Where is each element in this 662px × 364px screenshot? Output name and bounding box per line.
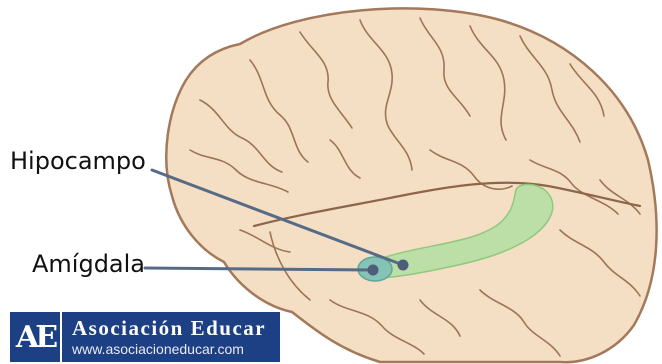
brand-text-block: Asociación Educar www.asociacioneducar.c…: [60, 312, 280, 362]
brand-logo: AE: [10, 312, 60, 362]
brand-url: www.asociacioneducar.com: [72, 340, 280, 358]
amigdala-leader-line: [145, 268, 373, 270]
hipocampo-marker-dot: [398, 260, 409, 271]
amigdala-marker-dot: [368, 265, 379, 276]
brand-name: Asociación Educar: [72, 316, 280, 340]
brain-outline: [166, 8, 656, 362]
brand-logo-letters: AE: [16, 320, 54, 355]
hipocampo-label: Hipocampo: [10, 147, 146, 175]
brand-banner: AE Asociación Educar www.asociacioneduca…: [10, 312, 280, 362]
amigdala-label: Amígdala: [32, 250, 145, 278]
